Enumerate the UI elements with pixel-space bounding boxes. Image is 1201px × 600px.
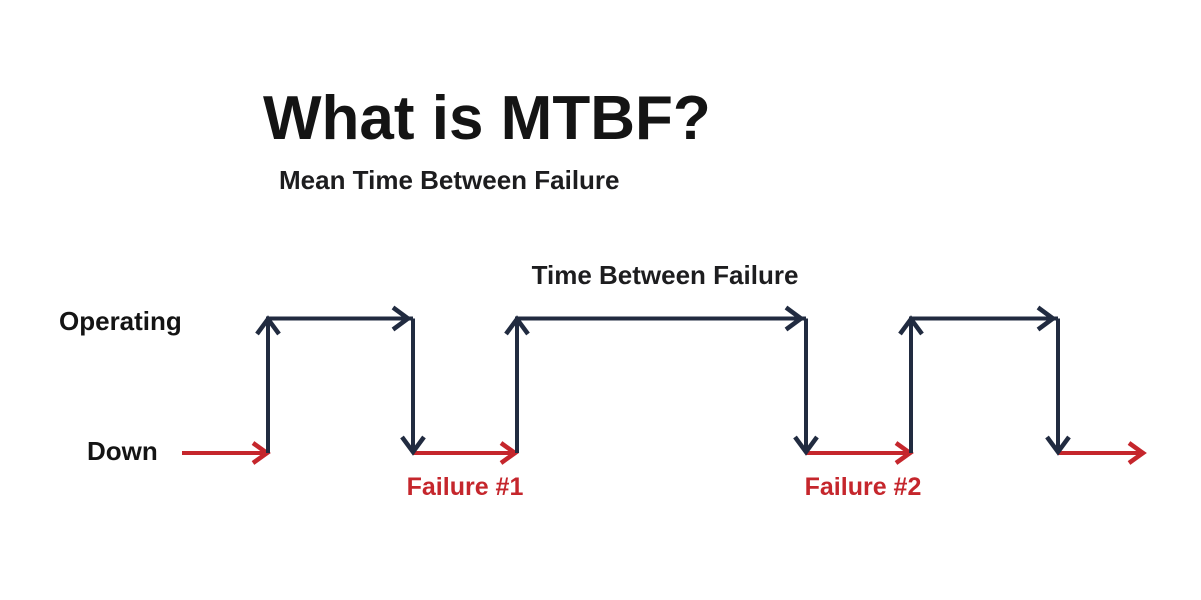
- failure-drop-arrow-3: [1045, 318, 1071, 456]
- operating-period-arrow-1: [266, 305, 413, 332]
- failure-2-label: Failure #2: [804, 473, 922, 501]
- downtime-arrow-initial: [182, 441, 271, 465]
- downtime-arrow-2: [806, 441, 914, 465]
- operating-period-arrow-3: [909, 305, 1058, 332]
- up-transition-arrow-2: [504, 315, 530, 453]
- failure-1-label: Failure #1: [406, 473, 524, 501]
- operating-waveform: [255, 305, 1071, 456]
- operating-axis-label: Operating: [59, 306, 182, 336]
- up-transition-arrow-1: [255, 315, 281, 453]
- downtime-arrow-1: [413, 441, 519, 465]
- time-between-failure-label: Time Between Failure: [531, 260, 799, 290]
- page-subtitle: Mean Time Between Failure: [279, 165, 620, 195]
- page-title: What is MTBF?: [263, 84, 711, 153]
- failure-drop-arrow-1: [400, 318, 426, 456]
- failure-drop-arrow-2: [793, 318, 819, 456]
- up-transition-arrow-3: [898, 315, 924, 453]
- downtime-arrows: [182, 441, 1147, 465]
- down-axis-label: Down: [87, 436, 158, 466]
- operating-period-arrow-2: [515, 305, 806, 332]
- downtime-arrow-final: [1058, 441, 1147, 465]
